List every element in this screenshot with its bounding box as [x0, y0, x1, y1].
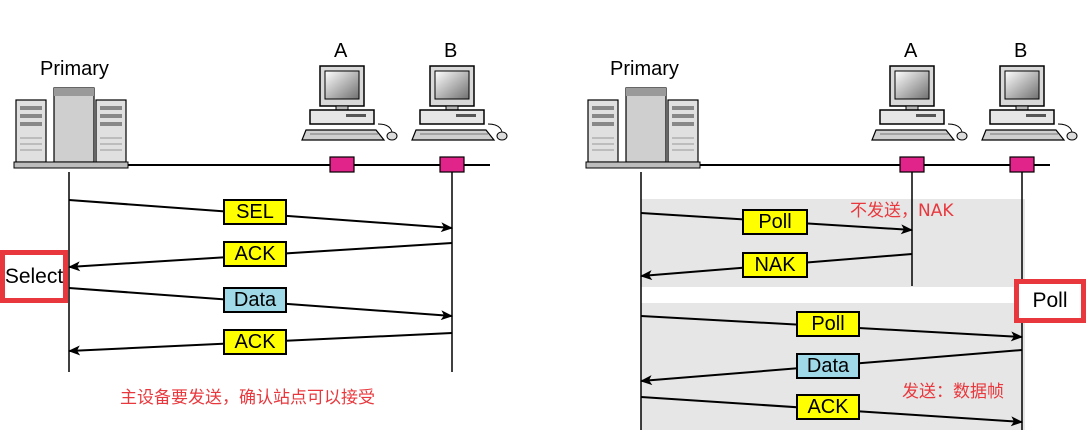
station-b-label: B: [1014, 40, 1028, 62]
primary-label: Primary: [610, 58, 679, 80]
data-note: 发送：数据帧: [902, 382, 1004, 402]
station-a-connector: [899, 156, 925, 173]
ack-frame: ACK: [223, 241, 287, 267]
station-b-computer-icon: [411, 65, 508, 141]
station-b-label: B: [444, 40, 458, 62]
poll-label-box: Poll: [1014, 279, 1086, 323]
station-a-computer-icon: [301, 65, 398, 141]
ack-frame: ACK: [796, 394, 860, 420]
station-a-label: A: [334, 40, 348, 62]
data-frame: Data: [223, 287, 287, 313]
primary-server-icon: [585, 87, 701, 169]
nak-note: 不发送，NAK: [850, 201, 954, 221]
station-a-label: A: [904, 40, 918, 62]
poll-frame: Poll: [796, 311, 860, 337]
primary-server-icon: [13, 87, 129, 169]
select-label-box: Select: [0, 250, 68, 303]
sel-frame: SEL: [223, 199, 287, 225]
primary-label: Primary: [40, 58, 109, 80]
station-a-connector: [329, 156, 355, 173]
ack-frame: ACK: [223, 329, 287, 355]
station-a-computer-icon: [871, 65, 968, 141]
nak-exchange-region: [641, 199, 1025, 287]
station-b-connector: [439, 156, 465, 173]
nak-frame: NAK: [742, 252, 808, 278]
station-b-connector: [1009, 156, 1035, 173]
poll-frame: Poll: [742, 209, 808, 235]
select-note: 主设备要发送，确认站点可以接受: [120, 388, 375, 408]
station-b-computer-icon: [981, 65, 1078, 141]
data-frame: Data: [796, 353, 860, 379]
